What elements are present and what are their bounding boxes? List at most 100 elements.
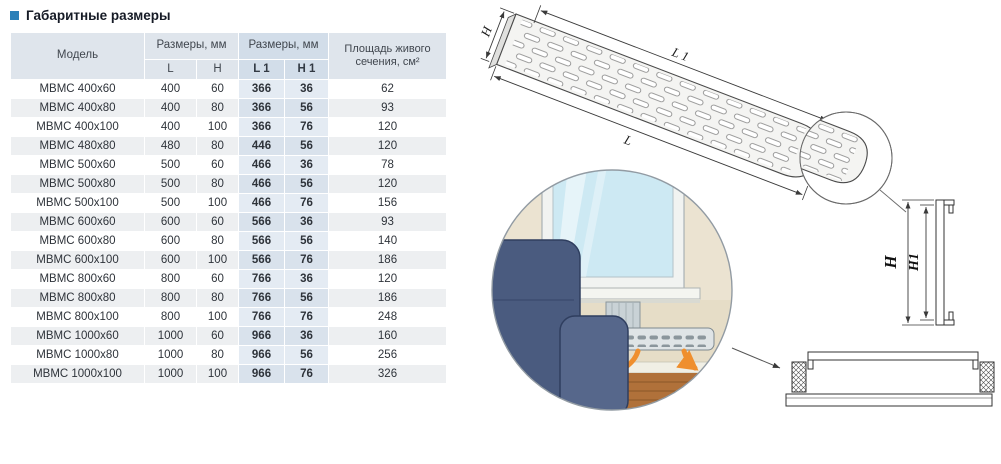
dimensions-section: Габаритные размеры Модель Размеры, мм Ра… (10, 8, 447, 384)
cell-area: 186 (328, 288, 447, 308)
dim-line-h (485, 11, 505, 59)
cell-h: 60 (196, 269, 239, 289)
col-header-model: Модель (10, 32, 145, 80)
cell-l1: 966 (238, 364, 285, 384)
col-subheader-l: L (144, 59, 197, 80)
cell-h1: 76 (284, 250, 329, 270)
cell-l: 600 (144, 212, 197, 232)
cell-model: МВМС 500x100 (10, 193, 145, 213)
cell-l1: 966 (238, 345, 285, 365)
cell-h1: 76 (284, 117, 329, 137)
cell-model: МВМС 800x80 (10, 288, 145, 308)
cell-h: 100 (196, 364, 239, 384)
airflow-arrow-right (676, 348, 699, 371)
cell-h: 80 (196, 174, 239, 194)
drawings-pane: L 1 L H (456, 0, 1001, 464)
cell-l1: 566 (238, 231, 285, 251)
cell-h1: 56 (284, 288, 329, 308)
cell-l: 800 (144, 307, 197, 327)
cell-l1: 466 (238, 174, 285, 194)
cell-l: 400 (144, 79, 197, 99)
cell-l: 1000 (144, 345, 197, 365)
dim-label-profile-h1: H1 (907, 253, 922, 272)
cell-l: 400 (144, 98, 197, 118)
sofa-armrest (559, 315, 629, 410)
cell-h: 100 (196, 307, 239, 327)
cell-h: 100 (196, 117, 239, 137)
cell-area: 156 (328, 193, 447, 213)
section-bullet-icon (10, 11, 19, 20)
cell-area: 140 (328, 231, 447, 251)
cell-l1: 366 (238, 117, 285, 137)
cell-l: 500 (144, 174, 197, 194)
cell-h1: 36 (284, 79, 329, 99)
cell-area: 160 (328, 326, 447, 346)
dim-label-h: H (477, 24, 495, 40)
cell-l1: 366 (238, 79, 285, 99)
cell-l1: 366 (238, 98, 285, 118)
cell-l: 1000 (144, 364, 197, 384)
cell-h1: 36 (284, 269, 329, 289)
cell-h: 60 (196, 326, 239, 346)
zoom-circle-outline (799, 111, 893, 205)
section-gasket-right (979, 361, 995, 393)
cell-h1: 36 (284, 155, 329, 175)
dim-label-profile-h: H (881, 255, 900, 270)
section-header: Габаритные размеры (10, 8, 446, 23)
dim-label-l: L (621, 131, 634, 148)
grille-section-view (785, 351, 995, 407)
cell-area: 326 (328, 364, 447, 384)
cell-model: МВМС 800x100 (10, 307, 145, 327)
installation-illustration (491, 169, 733, 411)
cell-area: 248 (328, 307, 447, 327)
cell-h1: 76 (284, 193, 329, 213)
cell-model: МВМС 480x80 (10, 136, 145, 156)
dim-label-l1: L 1 (669, 44, 691, 64)
col-subheader-h: H (196, 59, 239, 80)
cell-h1: 36 (284, 212, 329, 232)
cell-l1: 446 (238, 136, 285, 156)
cell-l1: 566 (238, 250, 285, 270)
cell-h: 80 (196, 231, 239, 251)
cell-l1: 566 (238, 212, 285, 232)
cell-area: 93 (328, 98, 447, 118)
cell-l1: 766 (238, 269, 285, 289)
cell-h: 80 (196, 345, 239, 365)
cell-area: 120 (328, 269, 447, 289)
cell-l: 500 (144, 193, 197, 213)
cell-h1: 56 (284, 345, 329, 365)
cell-h1: 76 (284, 307, 329, 327)
cell-model: МВМС 600x100 (10, 250, 145, 270)
cell-model: МВМС 800x60 (10, 269, 145, 289)
col-header-area: Площадь живого сечения, см² (328, 32, 447, 80)
technical-drawings: L 1 L H (477, 5, 995, 411)
cell-model: МВМС 600x60 (10, 212, 145, 232)
col-subheader-h1: H 1 (284, 59, 329, 80)
cell-l: 800 (144, 288, 197, 308)
cell-h: 60 (196, 212, 239, 232)
cell-h: 80 (196, 136, 239, 156)
cell-model: МВМС 1000x80 (10, 345, 145, 365)
cell-h1: 56 (284, 136, 329, 156)
cell-area: 186 (328, 250, 447, 270)
cell-model: МВМС 1000x100 (10, 364, 145, 384)
cell-h1: 56 (284, 231, 329, 251)
cell-l: 800 (144, 269, 197, 289)
dim-line-l (494, 75, 803, 196)
cell-h: 100 (196, 250, 239, 270)
cell-area: 256 (328, 345, 447, 365)
cell-l1: 466 (238, 155, 285, 175)
cell-area: 62 (328, 79, 447, 99)
